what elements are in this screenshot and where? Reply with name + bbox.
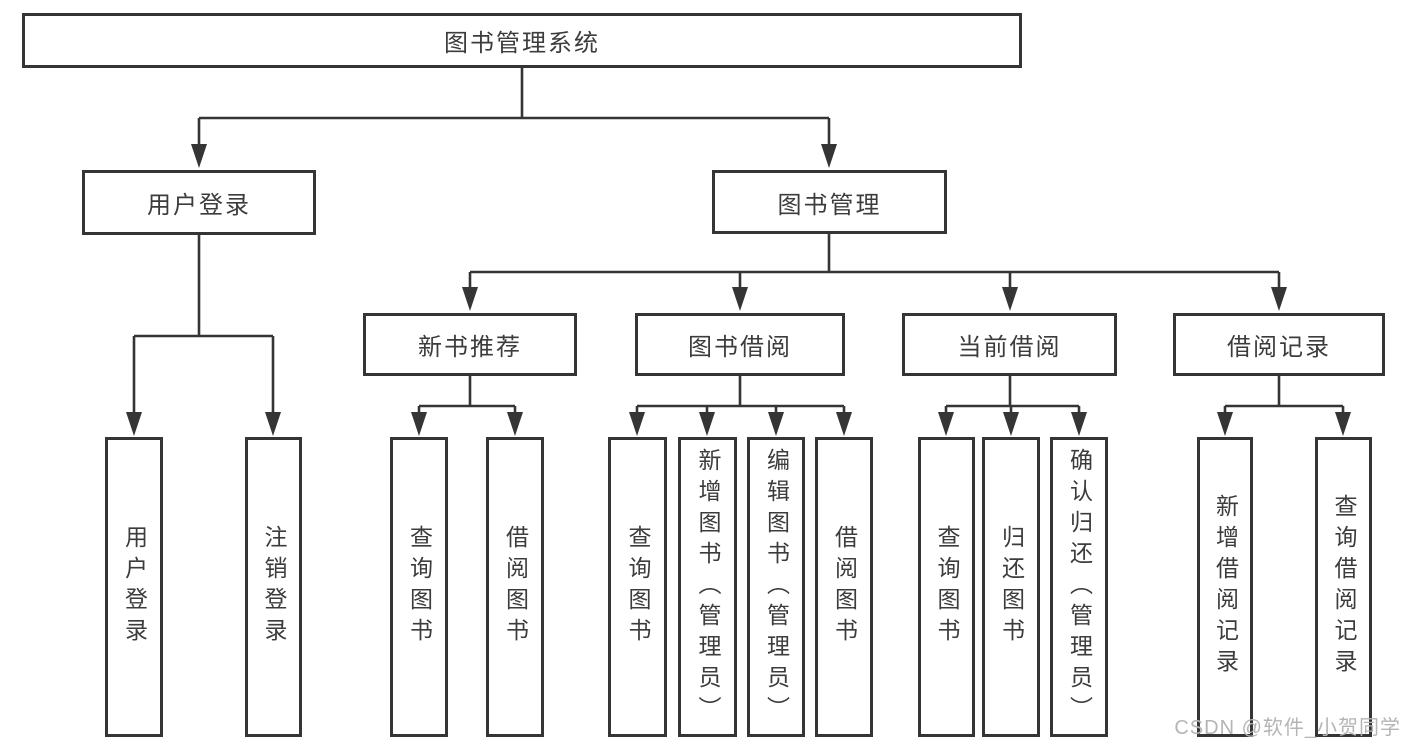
node-library-management-system: 图书管理系统 xyxy=(22,13,1022,68)
leaf-query-books-recommend: 查询图书 xyxy=(390,437,448,737)
leaf-borrow-books-borrowing: 借阅图书 xyxy=(815,437,873,737)
leaf-confirm-return-admin: 确认归还（管理员） xyxy=(1050,437,1108,737)
leaf-query-books-borrowing: 查询图书 xyxy=(608,437,667,737)
node-book-borrowing: 图书借阅 xyxy=(635,313,845,376)
node-borrowing-records: 借阅记录 xyxy=(1173,313,1385,376)
leaf-query-books-current: 查询图书 xyxy=(918,437,975,737)
leaf-logout: 注销登录 xyxy=(245,437,302,737)
leaf-borrow-books-recommend: 借阅图书 xyxy=(486,437,544,737)
leaf-user-login: 用户登录 xyxy=(105,437,163,737)
leaf-edit-books-admin: 编辑图书（管理员） xyxy=(747,437,805,737)
leaf-add-books-admin: 新增图书（管理员） xyxy=(678,437,737,737)
node-new-book-recommend: 新书推荐 xyxy=(363,313,577,376)
node-book-management: 图书管理 xyxy=(712,170,947,234)
leaf-query-borrow-record: 查询借阅记录 xyxy=(1315,437,1372,737)
node-current-borrowing: 当前借阅 xyxy=(902,313,1117,376)
leaf-return-books: 归还图书 xyxy=(982,437,1040,737)
leaf-add-borrow-record: 新增借阅记录 xyxy=(1197,437,1253,737)
node-user-login: 用户登录 xyxy=(82,170,316,235)
csdn-watermark: CSDN @软件_小贺同学 xyxy=(1174,717,1401,739)
